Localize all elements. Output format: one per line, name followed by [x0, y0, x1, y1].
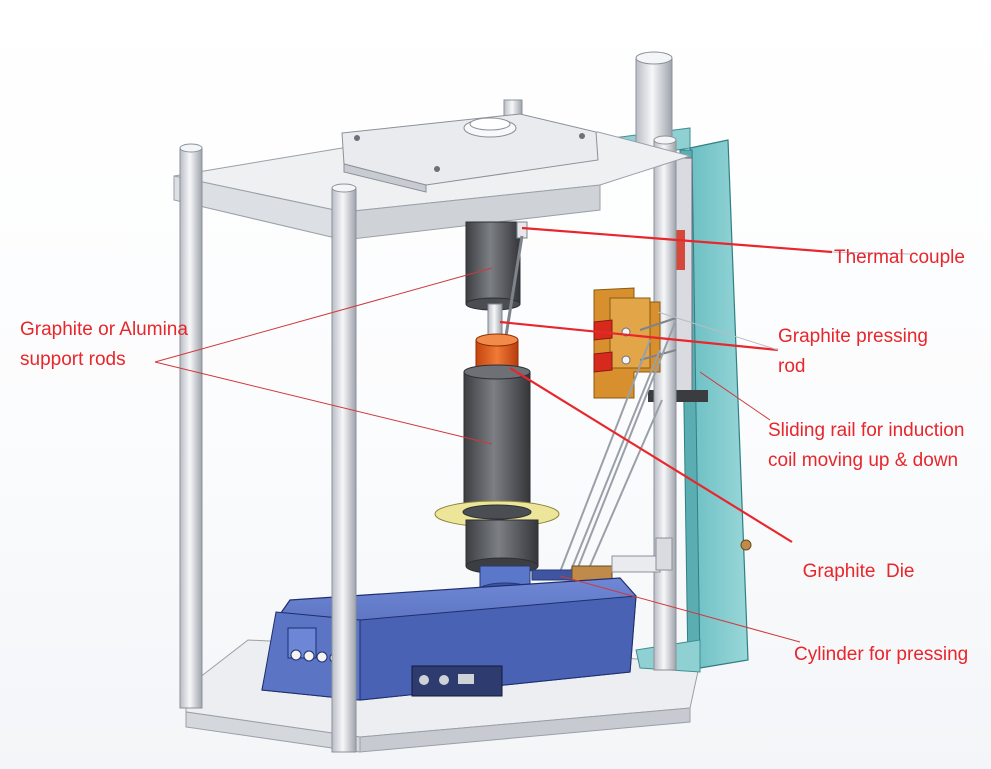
label-pressing-rod: Graphite pressing rod	[778, 322, 928, 382]
label-support-rods: Graphite or Alumina support rods	[20, 315, 188, 375]
pointer-support-rods-1	[154, 267, 493, 363]
pointer-pressing-rod	[499, 320, 779, 352]
pointer-pressing-rod-tail	[657, 311, 779, 351]
pointer-thermal-couple-guide	[831, 251, 911, 255]
label-pointer-lines	[154, 226, 911, 643]
pointer-thermal-couple-arrow	[521, 226, 833, 254]
label-thermal-couple-text: Thermal couple	[834, 247, 965, 268]
coil-leads	[559, 319, 677, 579]
upper-graphite-rod	[465, 221, 528, 343]
top-plate	[173, 113, 692, 241]
label-support-rods-line2: support rods	[20, 349, 126, 370]
pointer-sliding-rail	[699, 371, 771, 421]
pointer-support-rods-2	[154, 361, 493, 445]
label-support-rods-line1: Graphite or Alumina	[20, 319, 188, 340]
pointer-graphite-die	[509, 367, 793, 543]
label-pressing-rod-line2: rod	[778, 356, 806, 377]
side-fitting	[571, 537, 752, 583]
label-pressing-rod-line1: Graphite pressing	[778, 326, 928, 347]
label-sliding-rail: Sliding rail for induction coil moving u…	[768, 416, 964, 476]
label-graphite-die-text: Graphite Die	[802, 561, 915, 582]
label-thermal-couple: Thermal couple	[834, 243, 965, 273]
label-sliding-rail-line2: coil moving up & down	[768, 450, 959, 471]
label-graphite-die: Graphite Die	[792, 527, 915, 587]
front-support-rods	[179, 143, 357, 753]
label-cylinder: Cylinder for pressing	[794, 640, 968, 670]
pointer-cylinder	[559, 575, 801, 643]
label-cylinder-text: Cylinder for pressing	[794, 644, 969, 665]
label-sliding-rail-line1: Sliding rail for induction	[768, 420, 965, 441]
graphite-die-assembly	[434, 333, 573, 598]
